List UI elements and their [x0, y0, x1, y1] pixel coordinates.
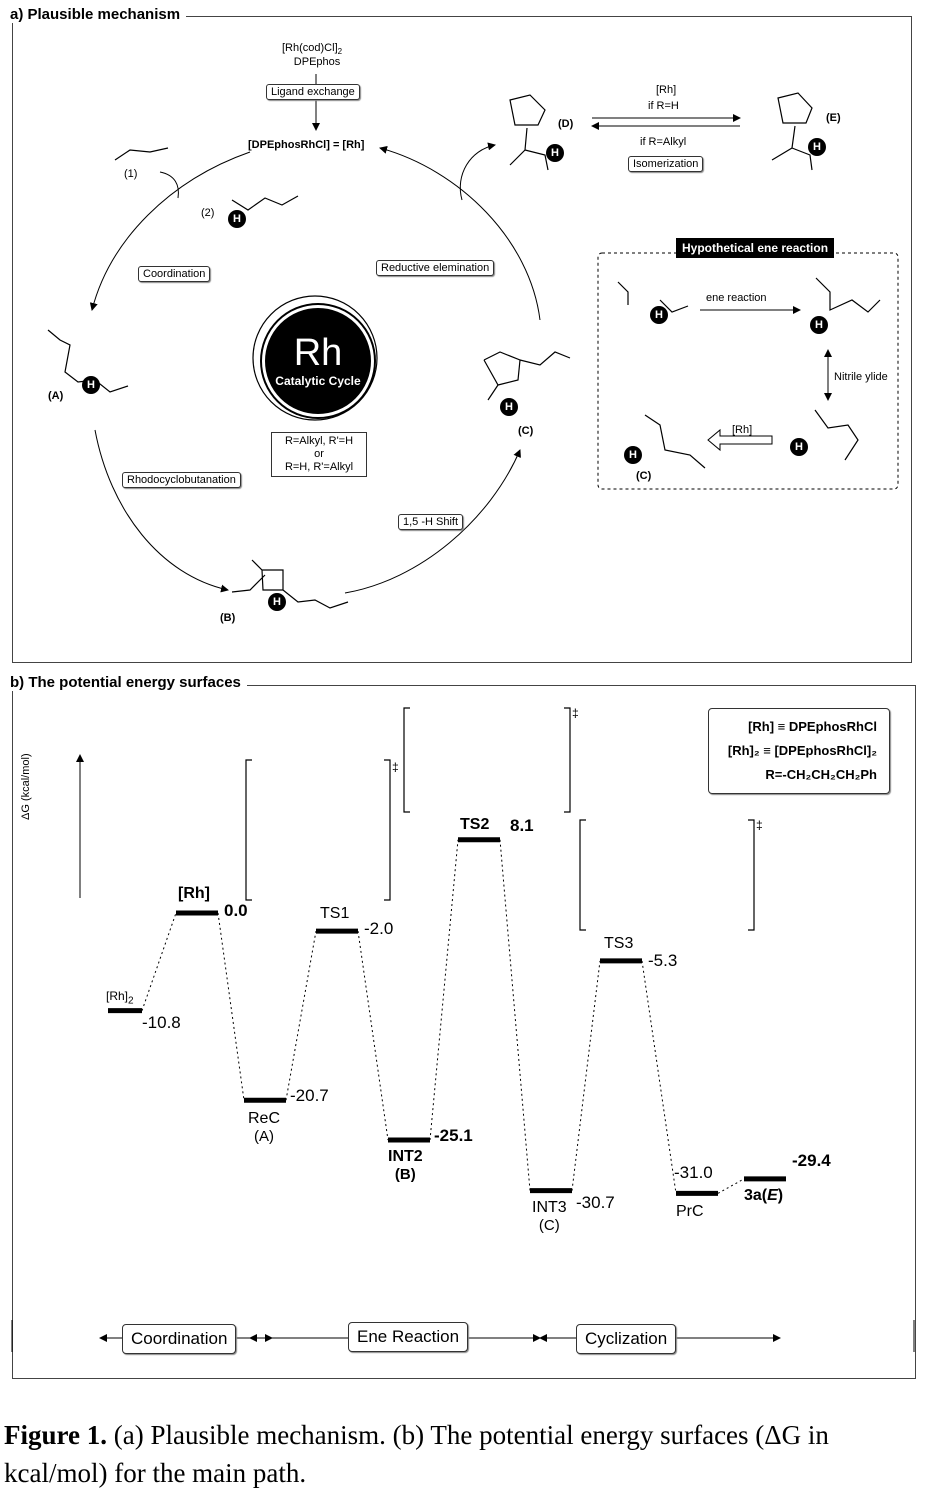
- energy-value: -5.3: [648, 950, 678, 970]
- h-atom-ball-hyp4: H: [624, 446, 642, 464]
- substrate-2-label: (2): [201, 207, 215, 219]
- state-label: INT3(C): [532, 1198, 567, 1234]
- connector-7: [571, 960, 601, 1191]
- catalytic-cycle-center: Rh Catalytic Cycle: [262, 305, 374, 417]
- catalyst-label: [DPEphosRhCl] = [Rh]: [248, 139, 365, 151]
- cycle-arc-left: [94, 429, 229, 593]
- h-shift-step-box: 1,5 -H Shift: [398, 514, 464, 530]
- intermediate-d-label: (D): [558, 118, 574, 130]
- panel-b-title: b) The potential energy surfaces: [10, 674, 247, 691]
- h-atom-ball: H: [228, 210, 246, 228]
- conditions-box: R=Alkyl, R'=H or R=H, R'=Alkyl: [271, 432, 367, 477]
- h-atom-ball-d: H: [546, 144, 564, 162]
- energy-value: -25.1: [434, 1126, 473, 1145]
- energy-value: -30.7: [576, 1192, 615, 1212]
- cycle-arc-top-left: [89, 151, 251, 311]
- connector-4: [357, 931, 389, 1141]
- panel-b: [12, 685, 916, 1379]
- h-atom-ball-hyp1: H: [650, 306, 668, 324]
- connector-3: [285, 931, 317, 1101]
- h-atom-ball-e: H: [808, 138, 826, 156]
- center-rh: Rh: [293, 332, 343, 374]
- figure-caption: Figure 1. (a) Plausible mechanism. (b) T…: [4, 1416, 934, 1492]
- intermediate-a-label: (A): [48, 390, 64, 402]
- state-label: 3a(E): [744, 1186, 784, 1204]
- legend-box: [Rh] ≡ DPEphosRhCl [Rh]₂ ≡ [DPEphosRhCl]…: [708, 708, 890, 794]
- connector-1: [141, 912, 177, 1011]
- state-label: [Rh]2: [106, 988, 134, 1007]
- legend-line-2: [Rh]₂ ≡ [DPEphosRhCl]₂: [727, 743, 877, 758]
- reductive-elimination-step-box: Reductive elemination: [376, 260, 495, 276]
- state-label: [Rh]: [178, 885, 210, 902]
- isomer-cond-rh: [Rh]: [656, 84, 677, 96]
- state-label: INT2(B): [388, 1148, 423, 1183]
- precursor-label: [Rh(cod)Cl]2 DPEphos: [282, 42, 343, 69]
- state-label: TS1: [320, 905, 350, 923]
- legend-line-1: [Rh] ≡ DPEphosRhCl: [748, 719, 877, 734]
- energy-value: -10.8: [142, 1012, 181, 1032]
- substrate-1-label: (1): [124, 168, 138, 180]
- dagger-ts2: ‡: [572, 706, 579, 720]
- center-caption: Catalytic Cycle: [275, 374, 361, 388]
- intermediate-b-label: (B): [220, 612, 236, 624]
- h-atom-ball-hyp2: H: [810, 316, 828, 334]
- state-label: ReC(A): [248, 1110, 281, 1146]
- energy-value: -2.0: [364, 919, 394, 939]
- isomer-cond-alkyl: if R=Alkyl: [640, 136, 687, 148]
- energy-value: -29.4: [792, 1150, 831, 1170]
- h-atom-ball-a: H: [82, 376, 100, 394]
- h-atom-ball-c: H: [500, 398, 518, 416]
- hypothetical-c-label: (C): [636, 470, 652, 482]
- phase-ene-reaction: Ene Reaction: [348, 1322, 469, 1352]
- dagger-ts1: ‡: [392, 760, 399, 774]
- h-atom-ball-hyp3: H: [790, 438, 808, 456]
- intermediate-e-label: (E): [826, 112, 841, 124]
- isomerization-box: Isomerization: [628, 156, 704, 172]
- h-atom-ball-b: H: [268, 593, 286, 611]
- connector-9: [717, 1178, 745, 1194]
- panel-a-title: a) Plausible mechanism: [10, 6, 187, 23]
- coordination-step-box: Coordination: [138, 266, 211, 282]
- cycle-arc-bottom: [344, 449, 521, 594]
- isomer-cond-h: if R=H: [648, 100, 679, 112]
- connector-2: [217, 912, 245, 1101]
- phase-coordination: Coordination: [122, 1324, 237, 1354]
- legend-line-3: R=-CH₂CH₂CH₂Ph: [765, 767, 877, 782]
- connector-5: [429, 839, 459, 1141]
- mechanism-cycle-svg: [47, 74, 899, 609]
- energy-value: 8.1: [510, 815, 534, 835]
- energy-value: -31.0: [674, 1163, 713, 1183]
- caption-text: (a) Plausible mechanism. (b) The potenti…: [4, 1420, 829, 1488]
- intermediate-c-label: (C): [518, 425, 534, 437]
- hypothetical-title: Hypothetical ene reaction: [676, 238, 835, 258]
- ligand-exchange-box: Ligand exchange: [266, 84, 360, 100]
- ene-reaction-arrow-label: ene reaction: [706, 292, 767, 304]
- connector-8: [641, 960, 677, 1194]
- state-label: PrC: [676, 1203, 704, 1221]
- phase-cyclization: Cyclization: [576, 1324, 677, 1354]
- connector-6: [499, 839, 531, 1191]
- energy-value: -20.7: [290, 1086, 329, 1106]
- dagger-ts3: ‡: [756, 818, 763, 832]
- nitrile-ylide-label: Nitrile ylide: [830, 370, 892, 384]
- energy-value: 0.0: [224, 901, 248, 920]
- cycle-arc-right: [379, 146, 541, 321]
- state-label: TS3: [604, 934, 634, 952]
- state-label: TS2: [460, 815, 490, 833]
- rhodocyclobutanation-step-box: Rhodocyclobutanation: [122, 472, 241, 488]
- y-axis-label: ΔG (kcal/mol): [20, 753, 32, 820]
- caption-lead: Figure 1.: [4, 1420, 107, 1450]
- rh-arrow-label: [Rh]: [732, 424, 753, 436]
